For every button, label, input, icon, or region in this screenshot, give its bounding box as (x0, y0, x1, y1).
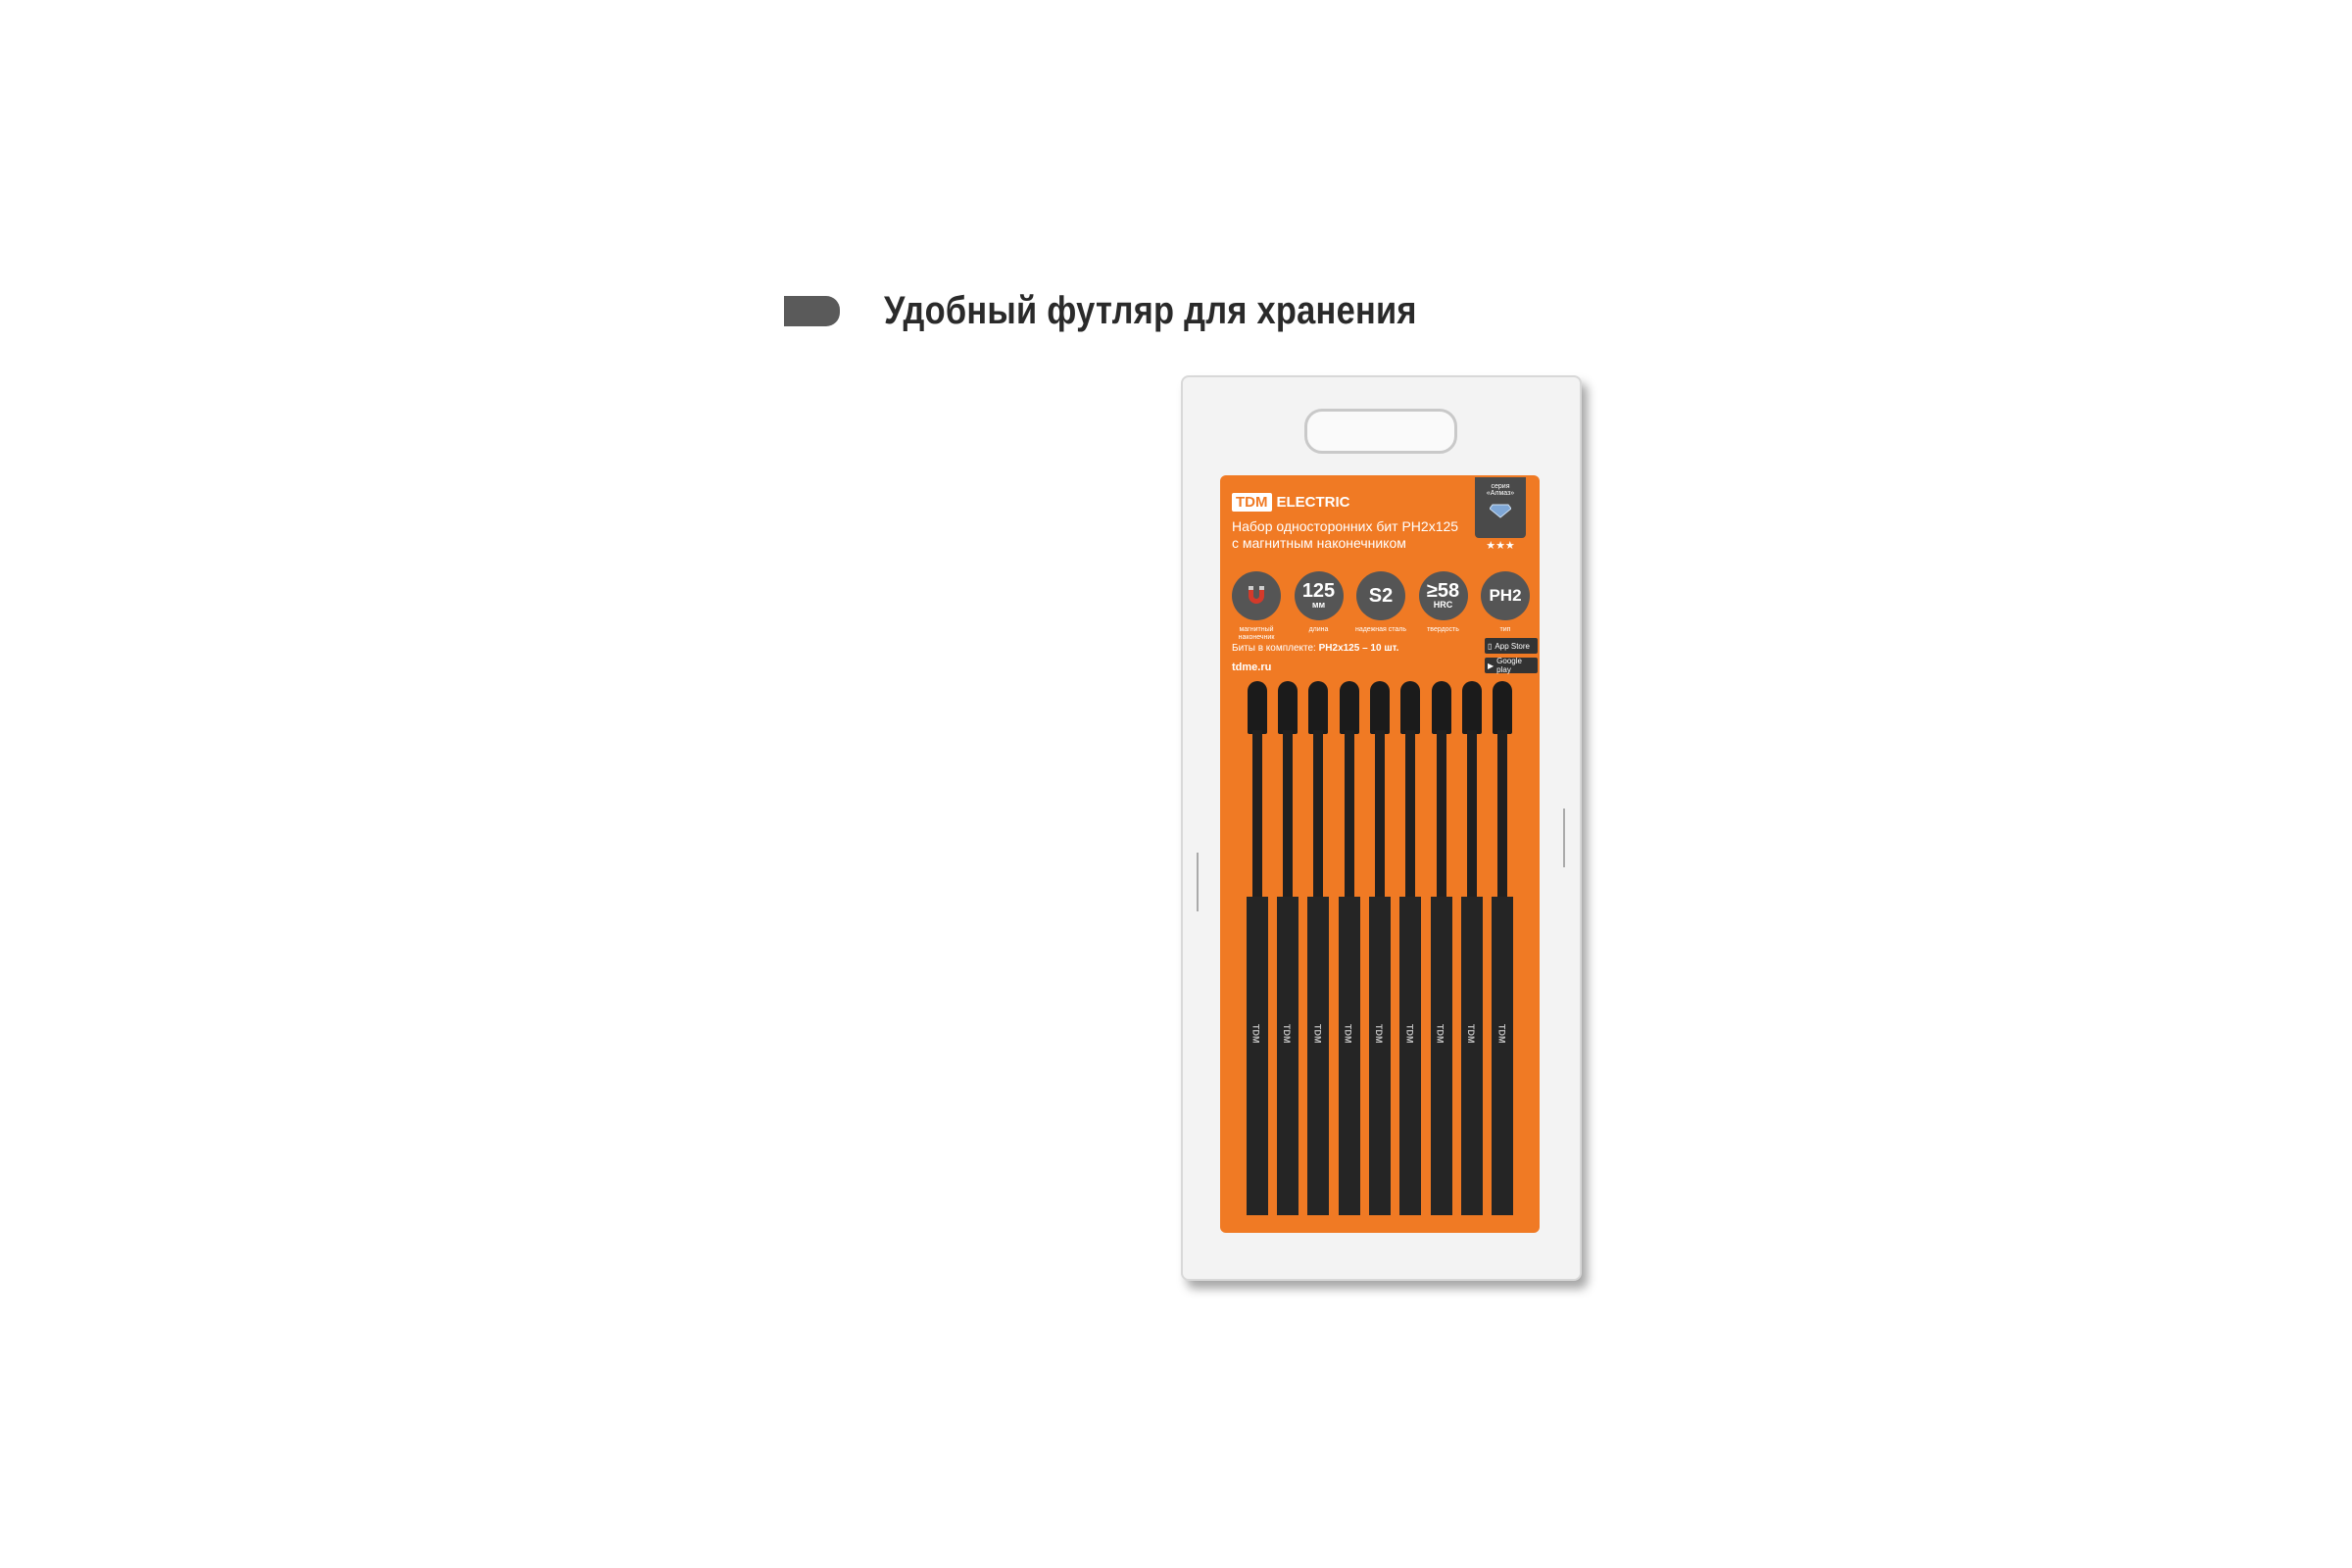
section-heading: Удобный футляр для хранения (884, 289, 1417, 332)
product-package: TDM ELECTRIC Набор односторонних бит PH2… (1181, 375, 1582, 1281)
feature-circle: S2 (1356, 571, 1405, 620)
feature-label: магнитный наконечник (1238, 626, 1275, 641)
brand-logo: TDM ELECTRIC (1232, 493, 1350, 512)
contents-value: PH2x125 – 10 шт. (1318, 643, 1399, 654)
bit-hex (1277, 897, 1298, 1215)
bit-mark: TDM (1282, 1024, 1292, 1044)
series-stars: ★★★ (1486, 540, 1515, 552)
product-title-line-1: Набор односторонних бит PH2x125 (1232, 518, 1459, 534)
series-label-1: серия (1491, 483, 1510, 490)
bit-hex (1492, 897, 1514, 1215)
bit-tip (1339, 681, 1359, 734)
heading-marker (784, 296, 840, 326)
bit-hex (1246, 897, 1268, 1215)
feature-unit: мм (1311, 600, 1326, 610)
screwdriver-bit: TDM (1492, 681, 1514, 1215)
brand-logo-text: ELECTRIC (1276, 494, 1350, 511)
bit-shank (1344, 730, 1354, 902)
feature-value: PH2 (1489, 586, 1522, 605)
bit-hex (1307, 897, 1330, 1215)
blister-edge-left (1197, 853, 1199, 911)
google-play-label: Google play (1496, 657, 1522, 674)
app-store-badge: ▯ App Store (1485, 638, 1538, 654)
bit-hex (1461, 897, 1483, 1215)
heading-row: Удобный футляр для хранения (784, 289, 1503, 333)
feature-value: S2 (1368, 585, 1394, 607)
app-store-label: App Store (1494, 641, 1530, 651)
bit-shank (1251, 730, 1262, 902)
feature-label: твердость (1427, 626, 1459, 633)
feature-row: магнитный наконечник 125 мм длина S2 над… (1228, 571, 1534, 642)
apple-icon: ▯ (1488, 641, 1493, 651)
brand-logo-box: TDM (1232, 493, 1272, 512)
feature-unit: HRC (1433, 600, 1453, 610)
magnet-icon (1249, 586, 1264, 604)
feature-value: 125 (1301, 580, 1336, 602)
feature-hardness: ≥58 HRC твердость (1415, 571, 1472, 642)
feature-label: тип (1499, 626, 1511, 633)
bit-mark: TDM (1312, 1024, 1323, 1044)
screwdriver-bit: TDM (1338, 681, 1360, 1215)
blister-edge-right (1563, 808, 1565, 867)
package-card: TDM ELECTRIC Набор односторонних бит PH2… (1220, 475, 1540, 1233)
bit-mark: TDM (1250, 1024, 1261, 1044)
bit-mark: TDM (1374, 1024, 1384, 1044)
contents-prefix: Биты в комплекте: (1232, 643, 1316, 654)
bit-tip (1278, 681, 1298, 734)
bit-tip (1370, 681, 1390, 734)
bit-shank (1405, 730, 1416, 902)
google-play-badge: ▶ Google play (1485, 657, 1538, 674)
screwdriver-bit: TDM (1246, 681, 1268, 1215)
bit-hex (1399, 897, 1422, 1215)
feature-steel: S2 надежная сталь (1352, 571, 1409, 642)
hang-hole (1304, 409, 1457, 454)
bit-tip (1431, 681, 1451, 734)
bit-tip (1400, 681, 1421, 734)
play-icon: ▶ (1488, 661, 1494, 670)
screwdriver-bit: TDM (1277, 681, 1298, 1215)
bit-mark: TDM (1404, 1024, 1415, 1044)
feature-label: надежная сталь (1354, 626, 1407, 633)
bit-mark: TDM (1466, 1024, 1476, 1044)
screwdriver-bit: TDM (1430, 681, 1452, 1215)
bit-tip (1493, 681, 1513, 734)
bit-mark: TDM (1496, 1024, 1507, 1044)
site-url: tdme.ru (1232, 662, 1272, 673)
screwdriver-bit: TDM (1461, 681, 1483, 1215)
bit-hex (1338, 897, 1360, 1215)
screwdriver-bit: TDM (1399, 681, 1422, 1215)
feature-circle: ≥58 HRC (1418, 571, 1468, 620)
diamond-icon (1489, 504, 1512, 518)
screwdriver-bit: TDM (1369, 681, 1391, 1215)
bit-tip (1308, 681, 1329, 734)
feature-circle: 125 мм (1294, 571, 1344, 620)
bit-hex (1430, 897, 1452, 1215)
product-title-line-2: с магнитным наконечником (1232, 535, 1406, 551)
feature-type: PH2 тип (1477, 571, 1534, 642)
bit-shank (1375, 730, 1385, 902)
feature-circle (1232, 571, 1281, 620)
screwdriver-bit: TDM (1307, 681, 1330, 1215)
bit-shank (1313, 730, 1324, 902)
contents-line: Биты в комплекте: PH2x125 – 10 шт. (1232, 643, 1398, 654)
feature-circle: PH2 (1481, 571, 1530, 620)
bit-hex (1369, 897, 1391, 1215)
feature-value: ≥58 (1426, 580, 1460, 602)
feature-label: длина (1308, 626, 1329, 633)
feature-length: 125 мм длина (1291, 571, 1348, 642)
series-badge: серия «Алмаз» ★★★ (1475, 477, 1526, 552)
series-label-2: «Алмаз» (1486, 490, 1515, 497)
bits-area: TDM TDM TDM TDM TDM TDM TDM TDM TDM (1242, 681, 1518, 1215)
bit-shank (1436, 730, 1446, 902)
bit-mark: TDM (1343, 1024, 1353, 1044)
bit-mark: TDM (1435, 1024, 1446, 1044)
product-title: Набор односторонних бит PH2x125 с магнит… (1232, 518, 1477, 552)
bit-shank (1497, 730, 1508, 902)
bit-shank (1283, 730, 1293, 902)
feature-magnet: магнитный наконечник (1228, 571, 1285, 642)
bit-tip (1462, 681, 1482, 734)
bit-tip (1247, 681, 1267, 734)
bit-shank (1467, 730, 1477, 902)
